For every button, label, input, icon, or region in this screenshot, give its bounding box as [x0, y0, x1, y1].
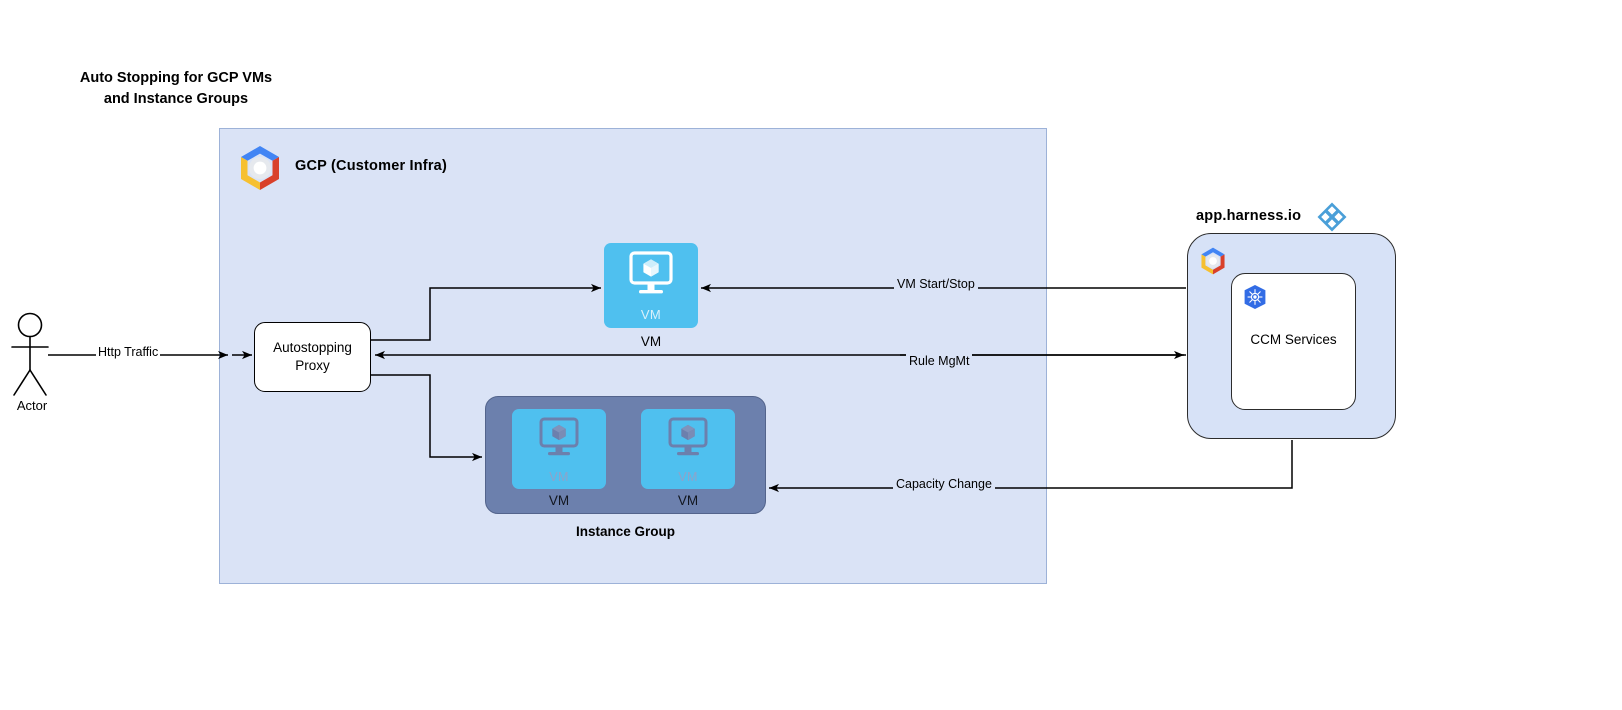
harness-diamond-logo-icon	[1316, 201, 1348, 233]
actor-stick-figure-icon	[4, 312, 60, 398]
vm-monitor-cube-icon	[668, 417, 708, 456]
autostopping-proxy-label: Autostopping Proxy	[273, 339, 352, 373]
edge-label-capacity-change: Capacity Change	[893, 477, 995, 491]
instance-group-vm-inner-label: VM	[678, 470, 698, 484]
edge-label-vm-start-stop: VM Start/Stop	[894, 277, 978, 291]
harness-app-label: app.harness.io	[1196, 208, 1302, 224]
gcp-hexagon-logo-icon	[232, 140, 288, 196]
edge-label-http-traffic: Http Traffic	[96, 345, 161, 359]
instance-group-vm-caption: VM	[548, 493, 570, 508]
vm-monitor-cube-icon	[539, 417, 579, 456]
vm-node[interactable]: VM	[604, 243, 698, 328]
autostopping-proxy-node[interactable]: Autostopping Proxy	[254, 322, 371, 392]
vm-monitor-cube-icon	[629, 251, 673, 294]
gcp-hexagon-logo-icon	[1196, 244, 1230, 278]
instance-group-vm-caption: VM	[677, 493, 699, 508]
instance-group-vm-inner-label: VM	[549, 470, 569, 484]
edge-label-rule-mgmt: Rule MgMt	[906, 354, 973, 368]
instance-group-vm-tile[interactable]: VM	[641, 409, 735, 489]
page-title: Auto Stopping for GCP VMs and Instance G…	[79, 70, 273, 108]
instance-group-vm-tile[interactable]: VM	[512, 409, 606, 489]
kubernetes-helm-wheel-icon	[1242, 284, 1268, 310]
vm-inner-label: VM	[640, 307, 662, 322]
gcp-container-title: GCP (Customer Infra)	[295, 158, 447, 174]
ccm-services-node[interactable]: CCM Services	[1231, 273, 1356, 410]
instance-group-container[interactable]: VM VM VM VM	[485, 396, 766, 514]
ccm-services-label: CCM Services	[1250, 332, 1337, 347]
vm-caption: VM	[640, 334, 662, 349]
instance-group-caption: Instance Group	[575, 524, 675, 539]
actor-label: Actor	[16, 398, 48, 413]
